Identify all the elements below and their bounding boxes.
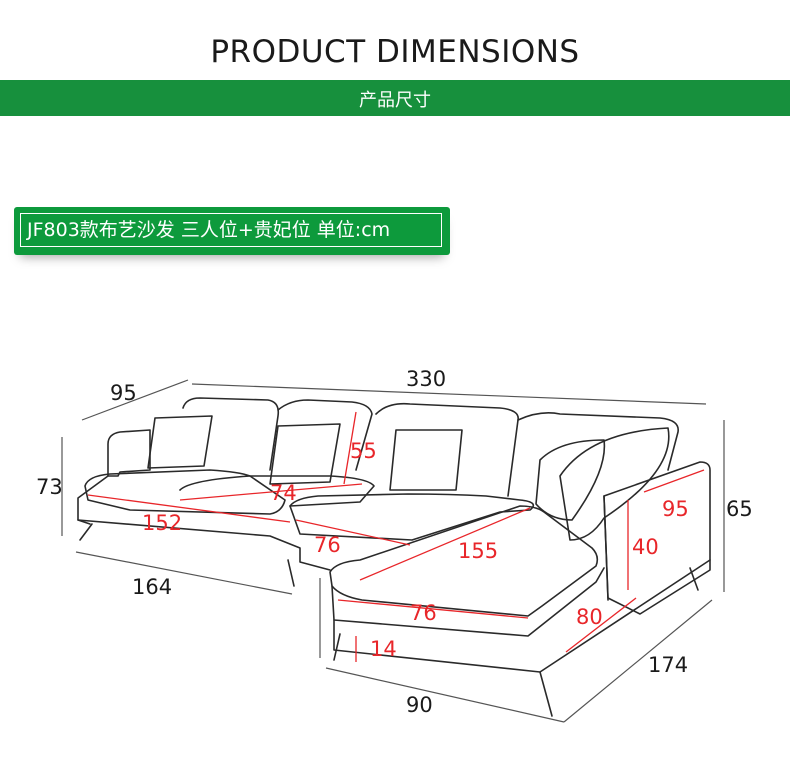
label-155: 155 [458, 539, 498, 563]
dim-line-174 [563, 599, 713, 723]
label-152: 152 [142, 511, 182, 535]
chaise-base [333, 559, 711, 673]
leg-front [539, 671, 553, 717]
label-95: 95 [110, 381, 137, 405]
label-73: 73 [36, 475, 63, 499]
label-174: 174 [648, 653, 688, 677]
left-arm [107, 429, 151, 477]
section-banner [0, 80, 790, 116]
dim-line-152 [87, 494, 291, 523]
label-330: 330 [406, 367, 446, 391]
leg-left [79, 523, 93, 541]
label-80: 80 [576, 605, 603, 629]
dim-line-90 [325, 667, 565, 723]
gray-dimension-lines [61, 379, 725, 723]
label-164: 164 [132, 575, 172, 599]
label-14: 14 [370, 637, 397, 661]
pillow-1 [147, 415, 213, 469]
label-76-top: 76 [314, 533, 341, 557]
back-cushion-left [182, 397, 280, 471]
dim-line-155 [359, 507, 531, 581]
label-74: 74 [270, 481, 297, 505]
pillow-3 [389, 429, 463, 491]
product-label-box [14, 207, 450, 255]
dim-line-95 [81, 379, 189, 421]
back-cushion-right [375, 402, 519, 497]
section-banner-label: 产品尺寸 [359, 90, 431, 111]
label-40: 40 [632, 535, 659, 559]
leg-chaise [333, 633, 341, 661]
dim-line-76-bottom [337, 599, 529, 619]
pillow-4 [535, 439, 606, 521]
seat-cushion-left [84, 469, 286, 515]
pillow-2 [269, 423, 341, 485]
red-dimension-lines [87, 411, 705, 662]
label-90: 90 [406, 693, 433, 717]
dim-line-74 [179, 483, 363, 501]
label-65: 65 [726, 497, 753, 521]
label-55: 55 [350, 439, 377, 463]
label-76-bottom: 76 [410, 601, 437, 625]
dim-line-80 [565, 597, 637, 653]
dim-line-55 [343, 411, 357, 485]
pillow-5 [559, 427, 670, 541]
leg-middle [287, 559, 295, 587]
dim-line-330 [191, 383, 707, 405]
dimension-labels: 330 95 73 152 74 55 164 76 155 76 80 40 … [36, 367, 753, 717]
dim-line-95-arm [643, 469, 705, 493]
leg-right [689, 567, 699, 591]
dim-line-76-top [295, 519, 411, 546]
label-95-arm: 95 [662, 497, 689, 521]
chaise-cushion [329, 505, 599, 617]
sofa-outline [77, 397, 711, 717]
dim-line-164 [75, 551, 293, 595]
page-title: PRODUCT DIMENSIONS [210, 34, 580, 70]
right-arm [603, 461, 711, 615]
product-label: JF803款布艺沙发 三人位+贵妃位 单位:cm [20, 213, 442, 247]
